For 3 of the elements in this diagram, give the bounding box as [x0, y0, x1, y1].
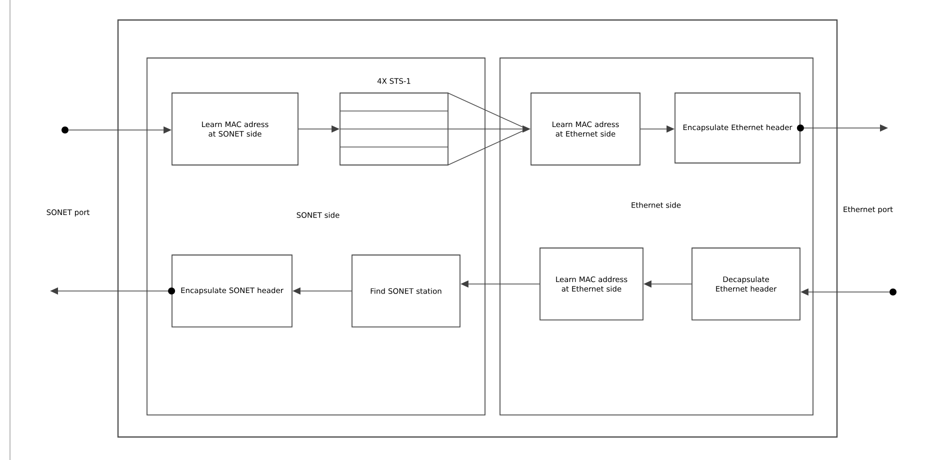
- port-dot: [890, 288, 896, 296]
- port-dot: [62, 126, 69, 134]
- frame-box: [117, 19, 838, 438]
